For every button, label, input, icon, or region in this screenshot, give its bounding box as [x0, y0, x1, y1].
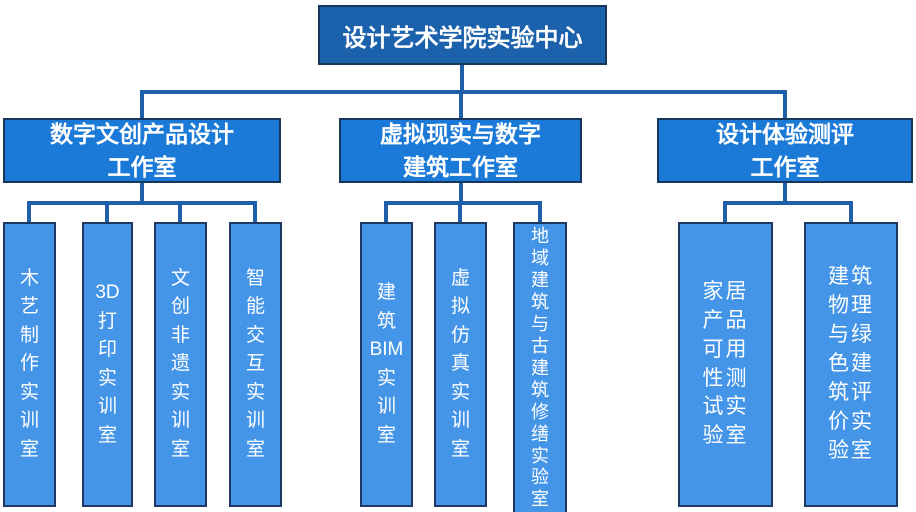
connector-line — [458, 201, 462, 222]
leaf-box-regional-ancient-building-restoration-lab: 地 域 建 筑 与 古 建 筑 修 缮 实 验 室 — [513, 222, 567, 512]
branch-box-label: 设计体验测评 工作室 — [716, 121, 854, 180]
leaf-box-3d-printing-training-room: 3D 打 印 实 训 室 — [82, 222, 133, 507]
leaf-box-building-bim-training-room: 建 筑 BIM 实 训 室 — [360, 222, 413, 507]
leaf-box-cultural-heritage-training-room: 文 创 非 遗 实 训 室 — [154, 222, 207, 507]
connector-line — [178, 201, 182, 222]
connector-line — [140, 90, 144, 118]
leaf-box-building-physics-green-evaluation-lab: 建筑 物理 与绿 色建 筑评 价实 验室 — [804, 222, 898, 507]
leaf-box-label: 智 能 交 互 实 训 室 — [245, 267, 265, 460]
connector-line — [140, 90, 787, 94]
connector-line — [27, 201, 257, 205]
connector-line — [783, 90, 787, 118]
leaf-box-label: 3D 打 印 实 训 室 — [95, 282, 120, 446]
connector-line — [384, 201, 388, 222]
connector-line — [459, 90, 463, 118]
root-box-label: 设计艺术学院实验中心 — [342, 24, 583, 52]
leaf-box-label: 虚 拟 仿 真 实 训 室 — [450, 267, 470, 460]
connector-line — [783, 183, 787, 203]
branch-box-label: 数字文创产品设计 工作室 — [50, 121, 234, 180]
connector-line — [140, 183, 144, 203]
connector-line — [105, 201, 109, 222]
leaf-box-label: 地 域 建 筑 与 古 建 筑 修 缮 实 验 室 — [531, 226, 549, 510]
connector-line — [723, 201, 727, 222]
connector-line — [849, 201, 853, 222]
connector-line — [384, 201, 542, 205]
connector-line — [459, 183, 463, 203]
branch-box-digital-cultural-design-studio: 数字文创产品设计 工作室 — [3, 118, 281, 183]
leaf-box-furniture-usability-testing-lab: 家居 产品 可用 性测 试实 验室 — [678, 222, 773, 507]
branch-box-label: 虚拟现实与数字 建筑工作室 — [380, 121, 541, 180]
connector-line — [253, 201, 257, 222]
connector-line — [723, 201, 853, 205]
branch-box-vr-digital-architecture-studio: 虚拟现实与数字 建筑工作室 — [339, 118, 582, 183]
leaf-box-smart-interaction-training-room: 智 能 交 互 实 训 室 — [229, 222, 282, 507]
connector-line — [27, 201, 31, 222]
connector-line — [460, 65, 464, 92]
branch-box-design-experience-evaluation-studio: 设计体验测评 工作室 — [657, 118, 913, 183]
leaf-box-label: 建筑 物理 与绿 色建 筑评 价实 验室 — [828, 265, 874, 462]
leaf-box-wood-art-training-room: 木 艺 制 作 实 训 室 — [3, 222, 56, 507]
leaf-box-label: 文 创 非 遗 实 训 室 — [170, 267, 190, 460]
leaf-box-label: 建 筑 BIM 实 训 室 — [369, 282, 404, 446]
root-box-experiment-center: 设计艺术学院实验中心 — [318, 5, 607, 65]
leaf-box-label: 木 艺 制 作 实 训 室 — [19, 267, 39, 460]
connector-line — [538, 201, 542, 222]
leaf-box-label: 家居 产品 可用 性测 试实 验室 — [702, 279, 749, 448]
leaf-box-virtual-simulation-training-room: 虚 拟 仿 真 实 训 室 — [434, 222, 487, 507]
